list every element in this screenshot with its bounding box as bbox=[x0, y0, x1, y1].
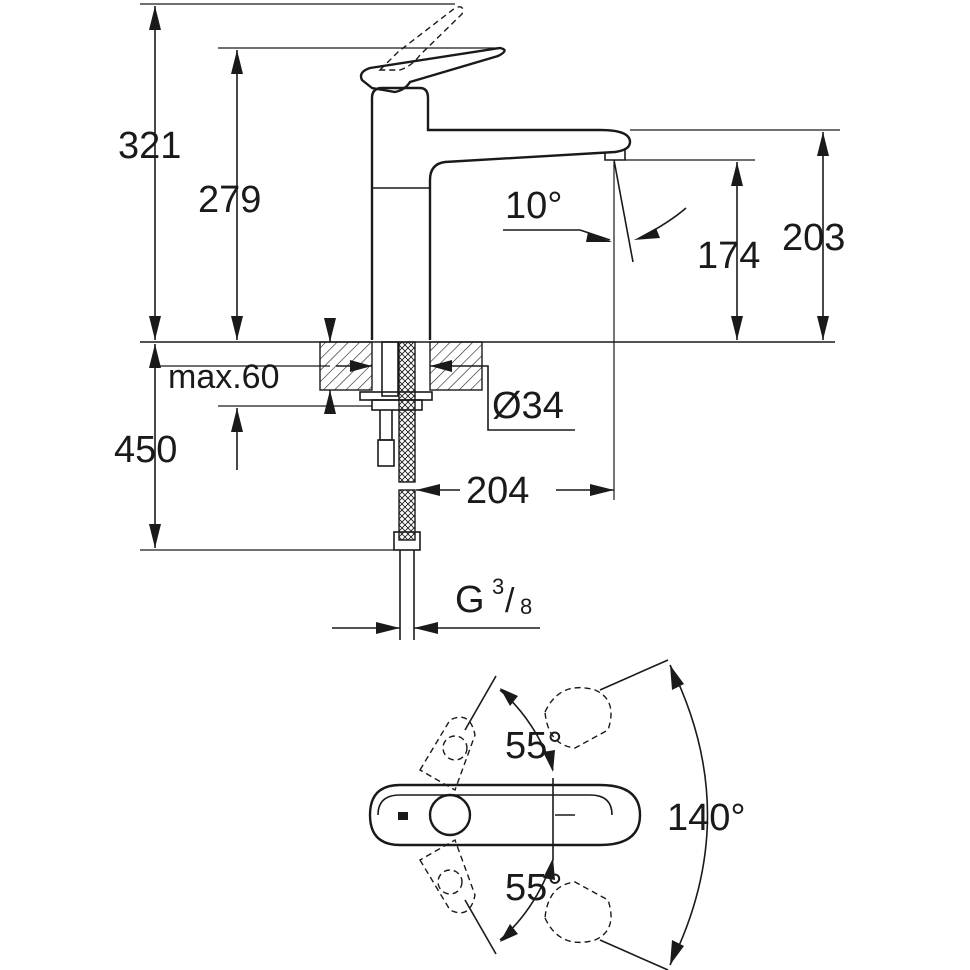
dim-321: 321 bbox=[118, 3, 455, 340]
dim-max60: max.60 bbox=[154, 318, 336, 414]
lever-ghost-left-up bbox=[419, 716, 476, 792]
dim-203: 203 bbox=[630, 129, 845, 340]
label-diameter-34: Ø34 bbox=[492, 385, 564, 427]
dim-279: 279 bbox=[198, 47, 500, 340]
label-321: 321 bbox=[118, 125, 181, 167]
faucet-body bbox=[370, 86, 632, 340]
label-450: 450 bbox=[114, 429, 177, 471]
mounting-hardware bbox=[359, 341, 433, 640]
lever-ghost-right-down bbox=[544, 881, 612, 944]
label-140: 140° bbox=[667, 797, 746, 839]
lever-handle bbox=[359, 46, 506, 94]
faucet-side-view bbox=[359, 6, 634, 340]
braided-hose bbox=[398, 341, 416, 483]
label-174: 174 bbox=[697, 235, 760, 277]
label-max60: max.60 bbox=[168, 358, 280, 396]
label-10deg: 10° bbox=[505, 185, 562, 227]
faucet-plan-view: 55° 55° 140° bbox=[368, 659, 746, 970]
tilt-line bbox=[613, 159, 634, 263]
label-55-down: 55° bbox=[505, 867, 562, 909]
lever-ghost-left-down bbox=[419, 838, 476, 914]
cartridge-circle bbox=[428, 793, 472, 837]
lever-handle-raised bbox=[378, 6, 464, 71]
aerator bbox=[604, 148, 626, 161]
lever-ghost-right-up bbox=[544, 686, 612, 749]
label-203: 203 bbox=[782, 217, 845, 259]
dim-174: 174 bbox=[625, 159, 760, 340]
dim-angle-10: 10° bbox=[503, 185, 687, 242]
lever-top-center bbox=[368, 783, 642, 847]
label-thread-den: 8 bbox=[520, 594, 532, 619]
dim-connection-thread: G 3 / 8 bbox=[332, 574, 540, 634]
dim-diameter-34: Ø34 bbox=[336, 360, 575, 431]
label-thread-g: G bbox=[455, 579, 485, 621]
label-55-up: 55° bbox=[505, 725, 562, 767]
dim-450: 450 bbox=[114, 344, 394, 551]
label-279: 279 bbox=[198, 179, 261, 221]
label-204: 204 bbox=[466, 470, 529, 512]
label-thread-num: 3 bbox=[492, 574, 504, 599]
dim-204: 204 bbox=[416, 162, 615, 512]
label-thread-slash: / bbox=[505, 582, 515, 620]
